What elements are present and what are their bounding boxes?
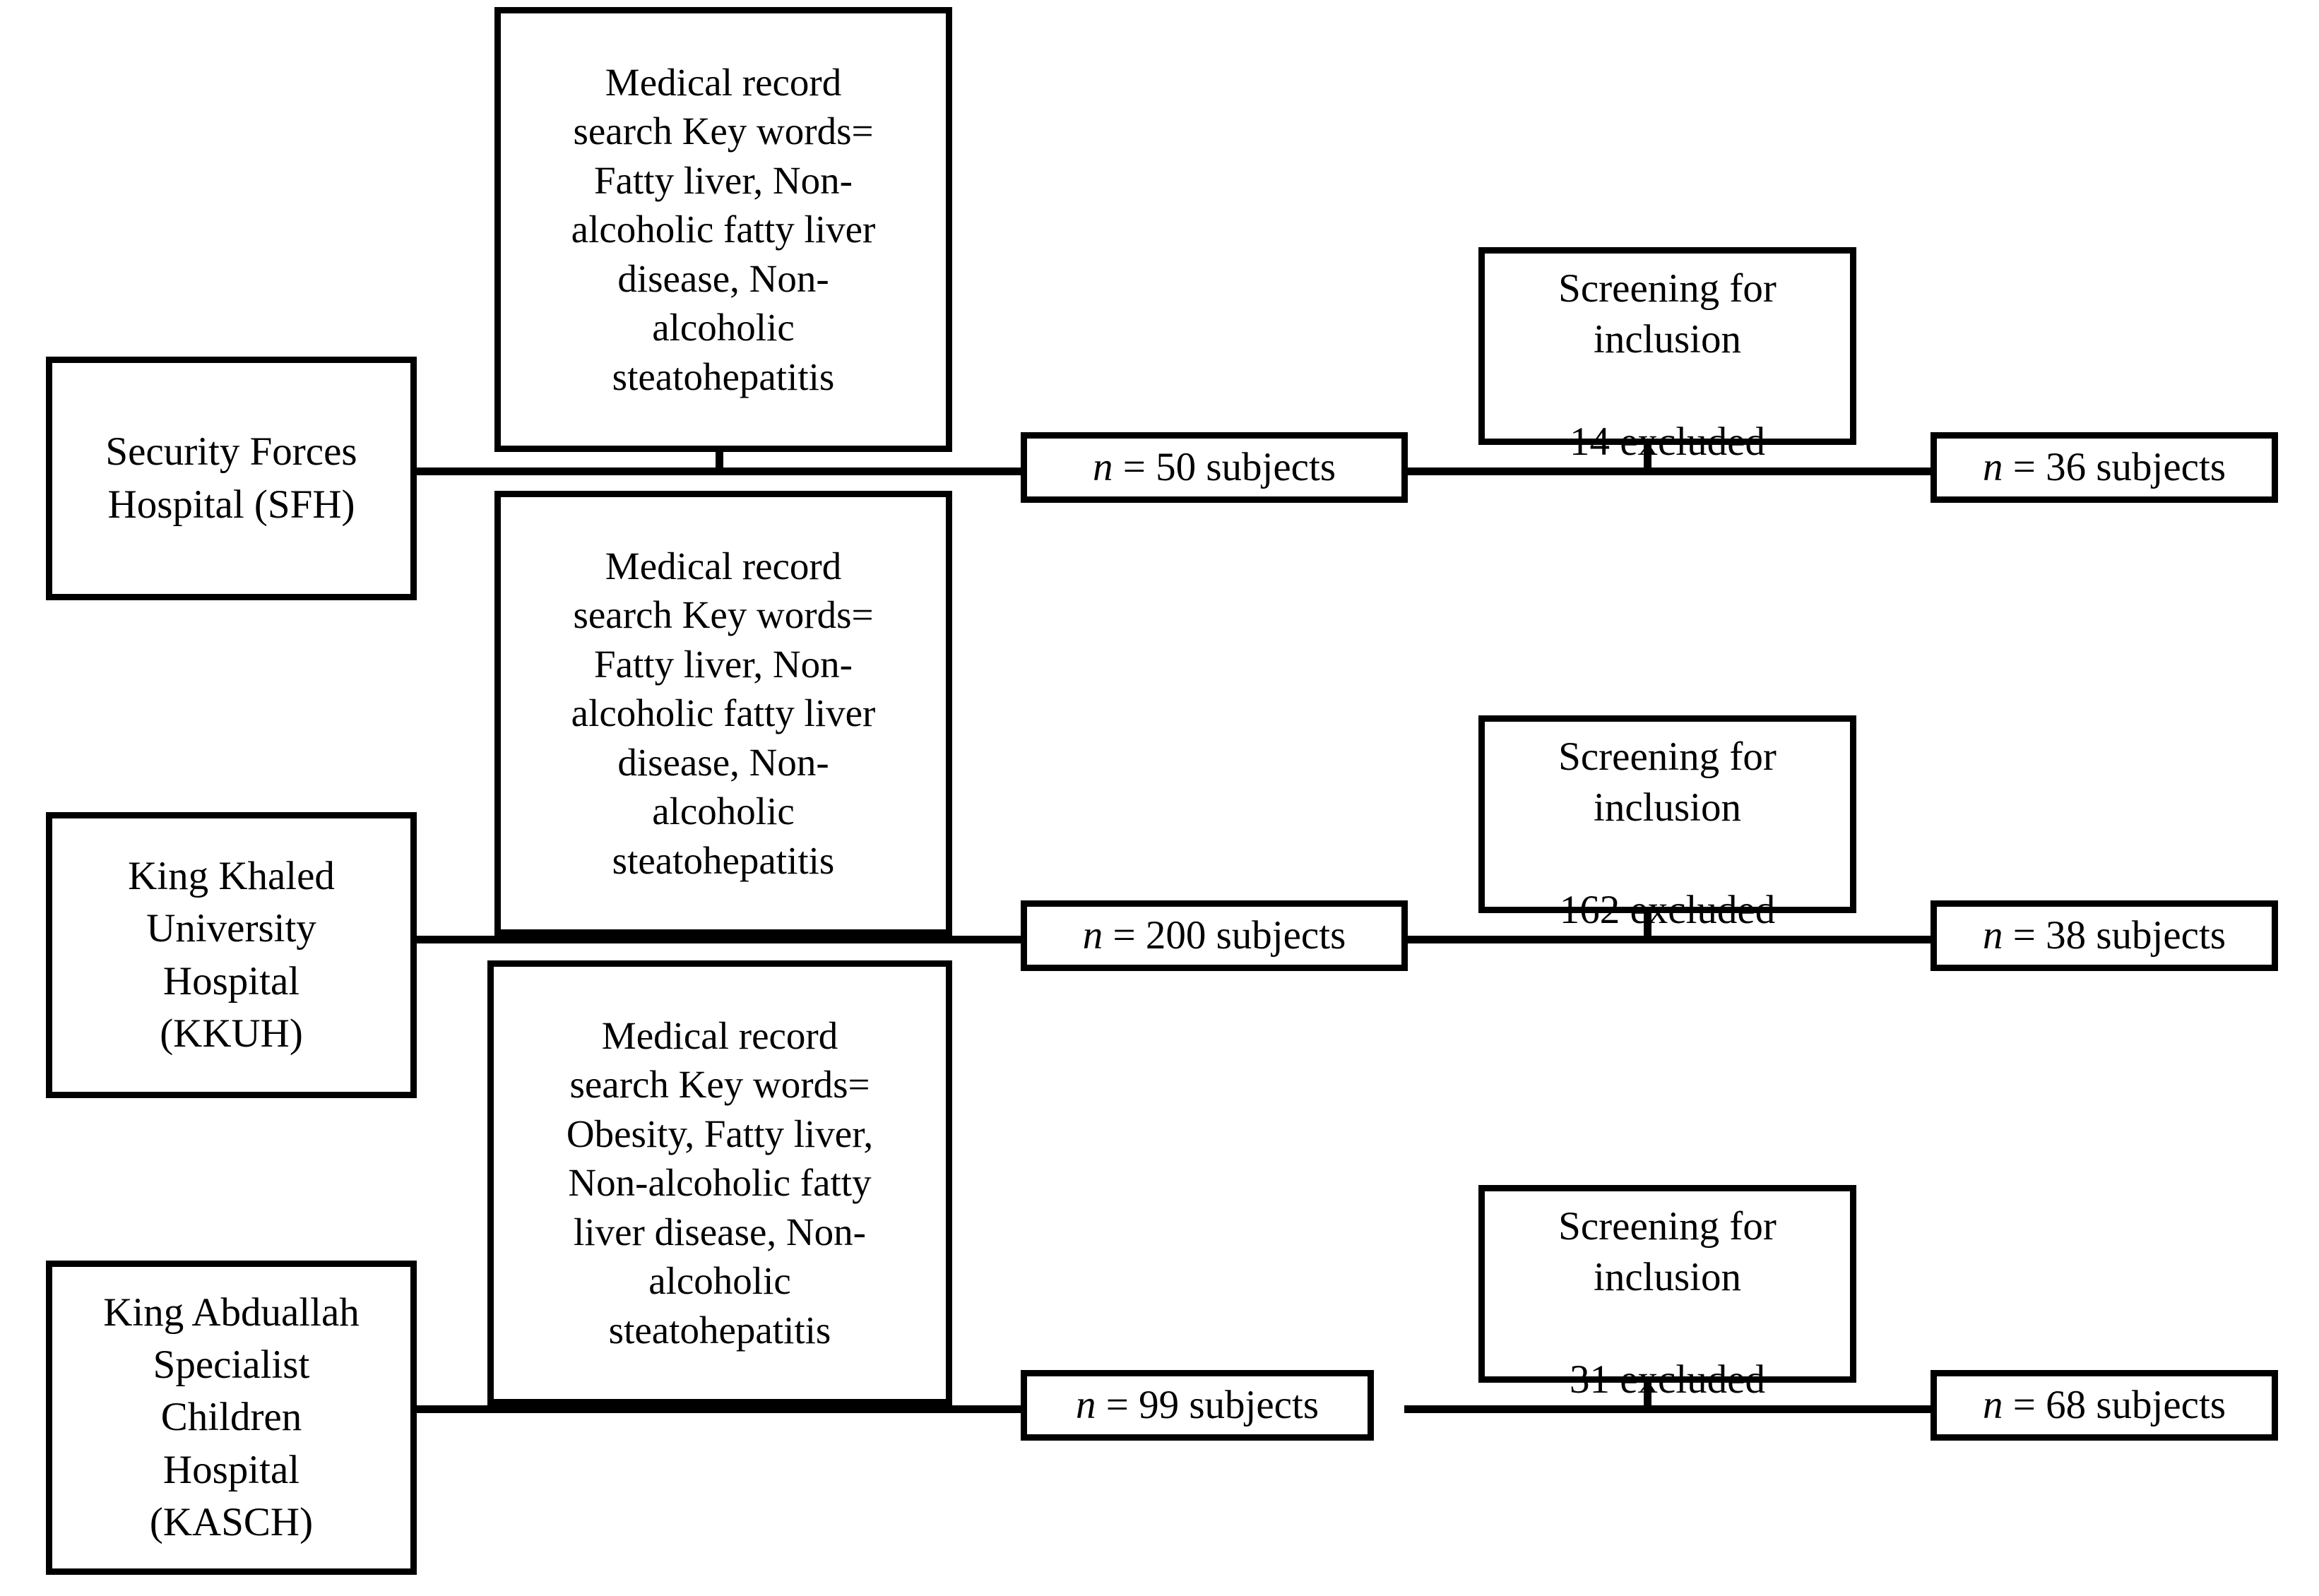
included-count-box-1: n = 36 subjects <box>1930 432 2278 503</box>
keywords-box-2: Medical record search Key words= Fatty l… <box>494 491 952 936</box>
connector-row1-right <box>1404 468 1934 475</box>
keywords-2-label: Medical record search Key words= Fatty l… <box>571 544 876 882</box>
connector-row1-keywords-stub <box>716 446 723 475</box>
connector-row2-right <box>1404 936 1934 943</box>
included-count-1-label: n = 36 subjects <box>1982 444 2226 489</box>
screening-box-2: Screening for inclusion 162 excluded <box>1478 715 1856 932</box>
screening-3-label: Screening for inclusion <box>1558 1204 1777 1300</box>
found-count-box-1: n = 50 subjects <box>1021 432 1408 503</box>
screening-box-1: Screening for inclusion 14 excluded <box>1478 247 1856 464</box>
source-box-hospital-2: King Khaled University Hospital (KKUH) <box>46 812 417 1098</box>
screening-2-label: Screening for inclusion <box>1558 734 1777 830</box>
found-count-2-label: n = 200 subjects <box>1082 912 1346 958</box>
connector-row3-right <box>1404 1405 1934 1413</box>
connector-row2-screening-stub <box>1644 906 1651 940</box>
included-count-box-2: n = 38 subjects <box>1930 900 2278 971</box>
hospital-1-label: Security Forces Hospital (SFH) <box>105 429 357 527</box>
found-count-3-label: n = 99 subjects <box>1075 1382 1319 1427</box>
source-box-hospital-3: King Abduallah Specialist Children Hospi… <box>46 1261 417 1575</box>
included-count-2-label: n = 38 subjects <box>1982 912 2226 958</box>
screening-box-3: Screening for inclusion 31 excluded <box>1478 1185 1856 1402</box>
included-count-3-label: n = 68 subjects <box>1982 1382 2226 1427</box>
screening-1-excluded: 14 excluded <box>1570 419 1765 465</box>
hospital-3-label: King Abduallah Specialist Children Hospi… <box>103 1290 360 1544</box>
screening-3-excluded: 31 excluded <box>1570 1357 1765 1403</box>
connector-row3-screening-stub <box>1644 1376 1651 1410</box>
keywords-box-3: Medical record search Key words= Obesity… <box>487 960 952 1405</box>
source-box-hospital-1: Security Forces Hospital (SFH) <box>46 357 417 600</box>
keywords-3-label: Medical record search Key words= Obesity… <box>566 1013 874 1352</box>
connector-row1-screening-stub <box>1644 438 1651 472</box>
screening-2-excluded: 162 excluded <box>1559 888 1776 933</box>
found-count-box-2: n = 200 subjects <box>1021 900 1408 971</box>
included-count-box-3: n = 68 subjects <box>1930 1370 2278 1441</box>
hospital-2-label: King Khaled University Hospital (KKUH) <box>128 854 335 1056</box>
found-count-box-3: n = 99 subjects <box>1021 1370 1374 1441</box>
found-count-1-label: n = 50 subjects <box>1092 444 1336 489</box>
screening-3-content: Screening for inclusion 31 excluded <box>1485 1201 1850 1406</box>
keywords-box-1: Medical record search Key words= Fatty l… <box>494 7 952 452</box>
screening-1-content: Screening for inclusion 14 excluded <box>1485 263 1850 468</box>
screening-2-content: Screening for inclusion 162 excluded <box>1485 732 1850 936</box>
keywords-1-label: Medical record search Key words= Fatty l… <box>571 60 876 398</box>
screening-1-label: Screening for inclusion <box>1558 266 1777 362</box>
